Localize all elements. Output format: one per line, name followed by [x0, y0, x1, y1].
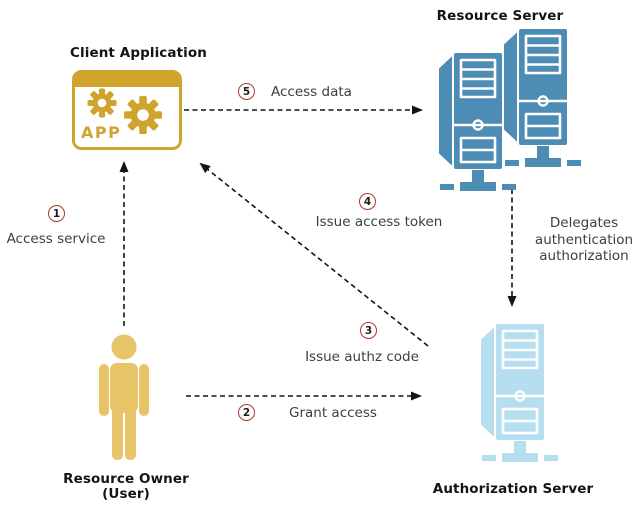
- step-4-label: Issue access token: [315, 214, 443, 230]
- client-app-icon: APP: [72, 70, 182, 150]
- step-4-badge: 4: [359, 193, 376, 210]
- step-1-badge: 1: [48, 205, 65, 222]
- step-2-badge: 2: [238, 404, 255, 421]
- resource-owner-label-line1: Resource Owner: [63, 471, 189, 487]
- step-2-label: Grant access: [289, 405, 377, 421]
- resource-owner-label-line2: (User): [102, 486, 150, 502]
- authorization-server-label: Authorization Server: [432, 481, 594, 497]
- delegation-note-line3: authorization: [539, 248, 629, 264]
- step-3-label: Issue authz code: [305, 349, 419, 365]
- resource-server-icon: [436, 26, 583, 193]
- app-icon-text: APP: [81, 123, 121, 142]
- gears-icon: [87, 88, 162, 134]
- resource-owner-label: Resource Owner (User): [46, 472, 206, 502]
- resource-server-label: Resource Server: [436, 8, 564, 24]
- step-5-label: Access data: [271, 84, 352, 100]
- step-1-label: Access service: [6, 231, 106, 247]
- authorization-server-icon: [478, 321, 560, 464]
- server-tower-back-icon: [501, 26, 583, 169]
- resource-owner-icon: [99, 334, 149, 460]
- client-application-label: Client Application: [70, 45, 207, 61]
- delegation-note-line2: authentication: [534, 231, 634, 248]
- delegation-note: Delegates authentication authorization: [512, 215, 640, 265]
- delegation-note-line1: Delegates: [549, 215, 619, 231]
- arrow-issue-token-code: [199, 162, 429, 347]
- step-3-badge: 3: [360, 322, 377, 339]
- step-5-badge: 5: [238, 83, 255, 100]
- person-icon: [99, 334, 149, 460]
